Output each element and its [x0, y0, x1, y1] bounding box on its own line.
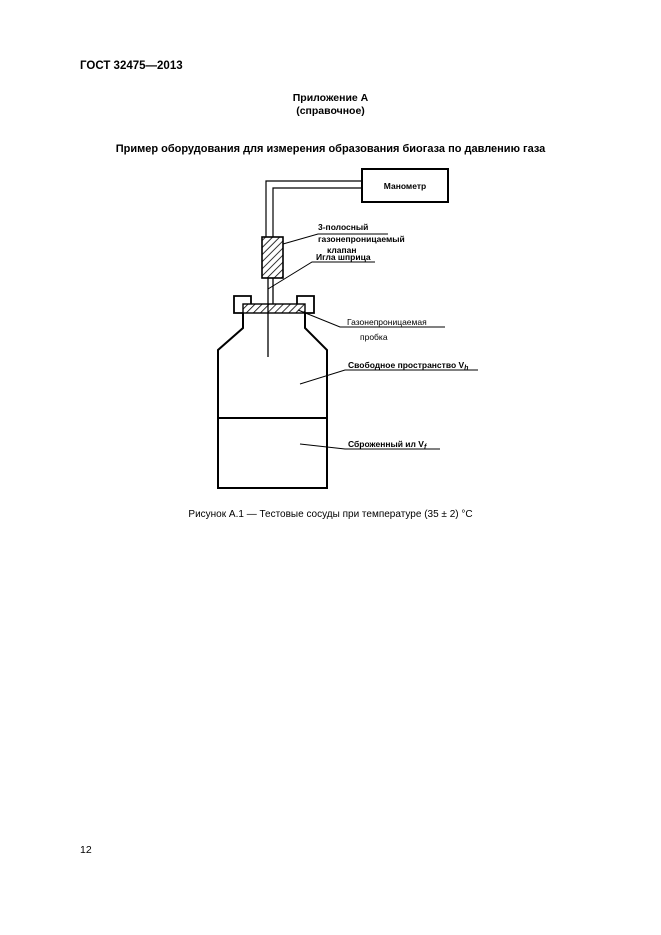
- sludge-label: Сброженный ил Vf: [348, 439, 427, 451]
- manometer-box: [361, 168, 449, 203]
- stopper-label-1: Газонепроницаемая: [347, 317, 427, 327]
- figure-caption: Рисунок А.1 — Тестовые сосуды при темпер…: [188, 509, 473, 520]
- appendix-title: Приложение А: [292, 92, 369, 104]
- headspace-label: Свободное пространство Vh: [348, 360, 468, 372]
- test-bottle: [217, 313, 328, 489]
- appendix-header: Приложение А (справочное): [0, 92, 661, 118]
- manometer-label: Манометр: [384, 181, 426, 191]
- document-code: ГОСТ 32475—2013: [80, 60, 183, 72]
- appendix-heading: Пример оборудования для измерения образо…: [115, 143, 546, 155]
- page-number: 12: [80, 844, 92, 856]
- bottle-cap: [233, 295, 315, 314]
- valve-label-2: газонепроницаемый: [318, 234, 405, 244]
- gas-tight-stopper: [242, 303, 306, 314]
- stopper-label-2: пробка: [360, 332, 388, 342]
- gas-tube: [265, 180, 362, 237]
- needle-label: Игла шприца: [316, 252, 371, 262]
- valve-body: [261, 236, 284, 279]
- leader-lines: [267, 233, 478, 450]
- appendix-type: (справочное): [296, 105, 365, 117]
- valve-label-3: клапан: [327, 245, 356, 255]
- syringe-needle: [267, 278, 274, 357]
- valve-label-1: 3-полосный: [318, 222, 368, 232]
